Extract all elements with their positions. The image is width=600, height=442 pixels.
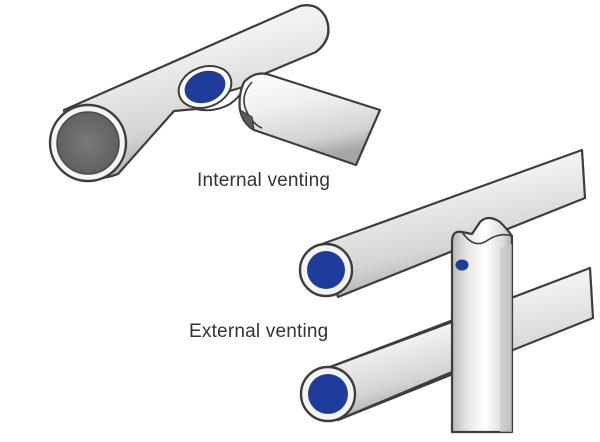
external-vent-dot-icon (455, 259, 469, 271)
internal-venting-label: Internal venting (197, 170, 331, 191)
upright-saddle (461, 231, 513, 245)
internal-venting-assembly (48, 4, 382, 183)
external-venting-assembly (298, 148, 595, 434)
internal-vent-hole-blue (184, 70, 226, 104)
branch-shadow (239, 108, 255, 132)
lower-rail-blue-end-icon (308, 374, 348, 414)
upright-shadow (500, 244, 512, 432)
branch-tube (238, 72, 382, 167)
branch-contour (243, 81, 263, 129)
external-venting-label: External venting (189, 321, 329, 342)
upright-post-tube (450, 216, 514, 434)
upper-rail-blue-end-icon (307, 251, 345, 289)
main-tube-far-cap (299, 4, 330, 53)
open-end-grey-icon (56, 111, 120, 175)
